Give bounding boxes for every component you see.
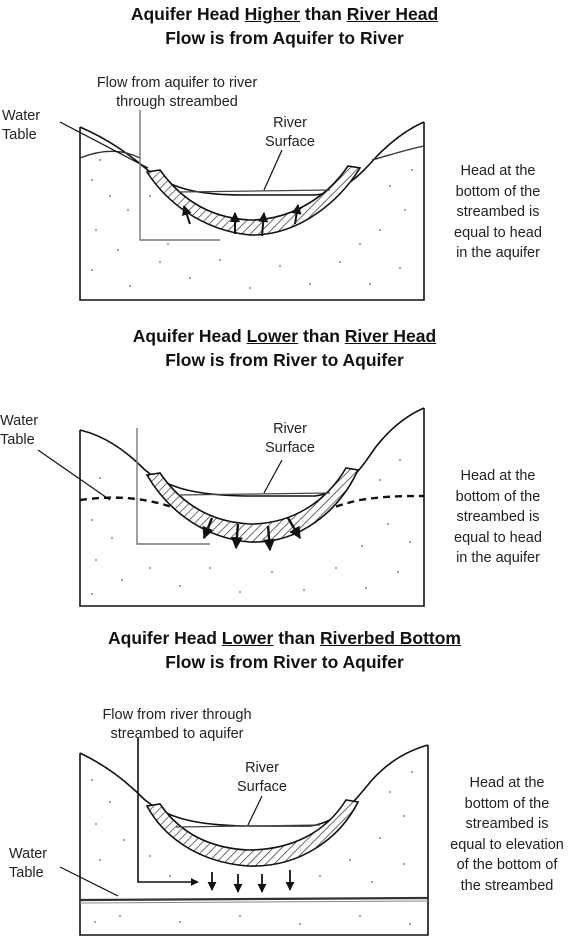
box-outline — [79, 122, 425, 301]
water-table-line — [79, 896, 429, 902]
river-surface-label: River Surface — [265, 421, 315, 456]
aquifer-sand-dots — [91, 771, 413, 925]
panel-2-title-line-2: Flow is from River to Aquifer — [165, 350, 404, 370]
water-table-label: Water Table — [0, 413, 39, 448]
water-table-label: Water Table — [9, 846, 48, 881]
panel-aquifer-lower-than-riverbed: Aquifer Head Lower than Riverbed Bottom … — [0, 620, 569, 938]
aquifer-sand-dots — [91, 459, 411, 595]
panel-aquifer-higher: Aquifer Head Higher than River Head Flow… — [0, 0, 569, 310]
river-surface-line — [177, 189, 331, 193]
ground-surface — [79, 407, 425, 497]
streambed — [145, 799, 360, 867]
box-outline — [79, 408, 425, 607]
ground-surface — [79, 121, 425, 196]
panel-1-title-line-1: Aquifer Head Higher than River Head — [130, 4, 439, 24]
panel-1-title-line-2: Flow is from Aquifer to River — [165, 28, 404, 48]
panel-3-title-line-2: Flow is from River to Aquifer — [165, 652, 404, 672]
cross-section-diagram-3 — [59, 738, 429, 936]
water-table-line — [79, 145, 425, 161]
cross-section-diagram-2 — [37, 407, 425, 607]
streambed — [145, 165, 362, 236]
river-surface-line — [177, 492, 331, 496]
flow-label: Flow from river through streambed to aqu… — [102, 707, 252, 742]
cross-section-diagram-1 — [59, 110, 425, 301]
head-note: Head at the bottom of the streambed is e… — [450, 775, 564, 894]
box-outline — [79, 745, 429, 936]
head-note: Head at the bottom of the streambed is e… — [454, 163, 542, 261]
panel-2-title-line-1: Aquifer Head Lower than River Head — [132, 326, 437, 346]
head-note: Head at the bottom of the streambed is e… — [454, 468, 542, 566]
river-surface-label: River Surface — [265, 115, 315, 150]
river-surface-line — [175, 824, 321, 828]
panel-3-title-line-1: Aquifer Head Lower than Riverbed Bottom — [108, 628, 461, 648]
flow-label: Flow from aquifer to river through strea… — [96, 75, 258, 110]
streambed — [145, 467, 360, 543]
panel-aquifer-lower: Aquifer Head Lower than River Head Flow … — [0, 310, 569, 620]
river-surface-label: River Surface — [237, 760, 287, 795]
water-table-label: Water Table — [2, 108, 41, 143]
aquifer-sand-dots — [91, 159, 413, 289]
